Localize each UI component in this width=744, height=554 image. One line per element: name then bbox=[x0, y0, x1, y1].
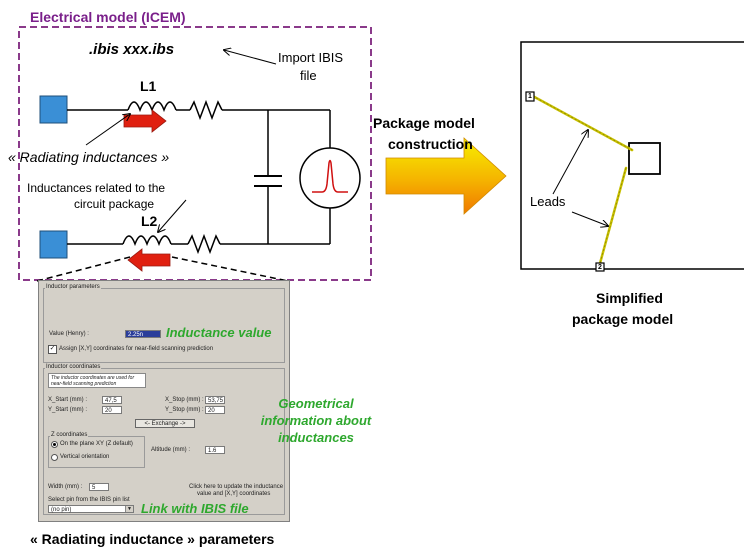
package-caption-line2: package model bbox=[572, 311, 674, 327]
import-label-line2: file bbox=[300, 68, 317, 83]
y-stop-input[interactable]: 20 bbox=[205, 406, 225, 414]
capacitor bbox=[254, 175, 282, 187]
construction-line2: construction bbox=[388, 136, 473, 152]
radio-vertical-label: Vertical orientation bbox=[60, 454, 110, 460]
x-stop-input[interactable]: 53,75 bbox=[205, 396, 225, 404]
altitude-input[interactable]: 1.6 bbox=[205, 446, 225, 454]
coordinates-note: The inductor coordinates are used for ne… bbox=[48, 373, 146, 388]
width-label: Width (mm) : bbox=[48, 484, 83, 490]
icem-title: Electrical model (ICEM) bbox=[30, 9, 186, 25]
assign-label: Assign [X,Y] coordinates for near-field … bbox=[59, 346, 214, 352]
update-line1[interactable]: Click here to update the inductance bbox=[189, 484, 284, 490]
altitude-label: Altitude (mm) : bbox=[151, 447, 191, 453]
bottom-branch bbox=[67, 186, 331, 255]
package-label-line2: circuit package bbox=[74, 197, 155, 211]
package-label-line1: Inductances related to the bbox=[27, 181, 166, 195]
pin-label-1: 1 bbox=[528, 93, 532, 100]
resistor-top bbox=[189, 99, 223, 121]
construction-arrow-icon bbox=[385, 137, 507, 215]
leads-arrow-top-icon bbox=[552, 130, 588, 195]
width-input[interactable]: 5 bbox=[89, 483, 109, 491]
z-coordinates-title: Z coordinates bbox=[50, 432, 89, 438]
y-start-label: Y_Start (mm) : bbox=[48, 407, 88, 413]
red-arrow-right-icon bbox=[123, 109, 167, 133]
callout-right-line bbox=[171, 256, 289, 282]
port-square-bottom bbox=[39, 230, 68, 259]
leads-label: Leads bbox=[530, 194, 566, 209]
y-start-input[interactable]: 20 bbox=[102, 406, 122, 414]
value-label: Value (Henry) : bbox=[49, 331, 89, 337]
pin-marker-1 bbox=[525, 91, 535, 102]
assign-checkbox[interactable]: ✓ bbox=[48, 345, 57, 354]
radiating-arrow-icon bbox=[85, 114, 130, 146]
inductor-l2 bbox=[122, 235, 172, 247]
radio-plane-label: On the plane XY (Z default) bbox=[60, 441, 133, 447]
annotation-geometrical-line2: information about bbox=[260, 413, 372, 428]
pin-select[interactable]: (no pin) ▼ bbox=[48, 505, 134, 513]
x-start-input[interactable]: 47,5 bbox=[102, 396, 122, 404]
radio-plane-dot bbox=[53, 443, 56, 446]
inductor-l1 bbox=[127, 101, 177, 113]
ibis-filename: .ibis xxx.ibs bbox=[89, 41, 175, 58]
package-box bbox=[520, 41, 744, 270]
inductor-dialog: Inductor parameters Value (Henry) : 2.25… bbox=[38, 280, 290, 522]
pin-select-value: (no pin) bbox=[51, 507, 72, 513]
leads-arrow-bottom-icon bbox=[571, 211, 608, 226]
value-input[interactable]: 2.25n bbox=[125, 330, 161, 338]
inductor-coordinates-title: Inductor coordinates bbox=[45, 364, 102, 370]
radio-vertical[interactable] bbox=[51, 454, 58, 461]
annotation-link-ibis: Link with IBIS file bbox=[141, 501, 249, 516]
pin-label-2: 2 bbox=[598, 264, 602, 271]
resistor-bottom bbox=[187, 233, 221, 255]
annotation-inductance-value: Inductance value bbox=[166, 325, 272, 340]
label-l2: L2 bbox=[141, 213, 158, 229]
annotation-geometrical-line3: inductances bbox=[278, 430, 354, 445]
x-stop-label: X_Stop (mm) : bbox=[165, 397, 204, 403]
pin-marker-2 bbox=[595, 262, 605, 272]
package-arrow-icon bbox=[158, 199, 187, 232]
port-square-top bbox=[39, 95, 68, 124]
z-coordinates-group bbox=[48, 436, 145, 468]
y-stop-label: Y_Stop (mm) : bbox=[165, 407, 204, 413]
inductor-coordinates-group bbox=[43, 368, 285, 515]
import-label-line1: Import IBIS bbox=[278, 50, 344, 65]
construction-line1: Package model bbox=[373, 115, 475, 131]
import-arrow-icon bbox=[224, 50, 277, 65]
update-line2[interactable]: value and [X,Y] coordinates bbox=[197, 491, 271, 497]
exchange-button[interactable]: <- Exchange -> bbox=[135, 419, 195, 428]
package-caption-line1: Simplified bbox=[596, 290, 663, 306]
top-branch bbox=[67, 99, 331, 176]
red-arrow-left-icon bbox=[127, 248, 171, 272]
x-start-label: X_Start (mm) : bbox=[48, 397, 88, 403]
annotation-geometrical-line1: Geometrical bbox=[278, 396, 354, 411]
select-pin-label: Select pin from the IBIS pin list bbox=[48, 497, 130, 503]
callout-left-line bbox=[36, 256, 131, 282]
inductor-parameters-title: Inductor parameters bbox=[45, 284, 101, 290]
dropdown-arrow-icon[interactable]: ▼ bbox=[125, 506, 133, 512]
inductor-parameters-group bbox=[43, 288, 285, 363]
current-source bbox=[299, 147, 361, 209]
radiating-label: « Radiating inductances » bbox=[8, 149, 170, 165]
pulse-icon bbox=[312, 159, 348, 193]
chip-square bbox=[628, 142, 661, 175]
label-l1: L1 bbox=[140, 78, 157, 94]
bottom-caption: « Radiating inductance » parameters bbox=[30, 531, 275, 547]
